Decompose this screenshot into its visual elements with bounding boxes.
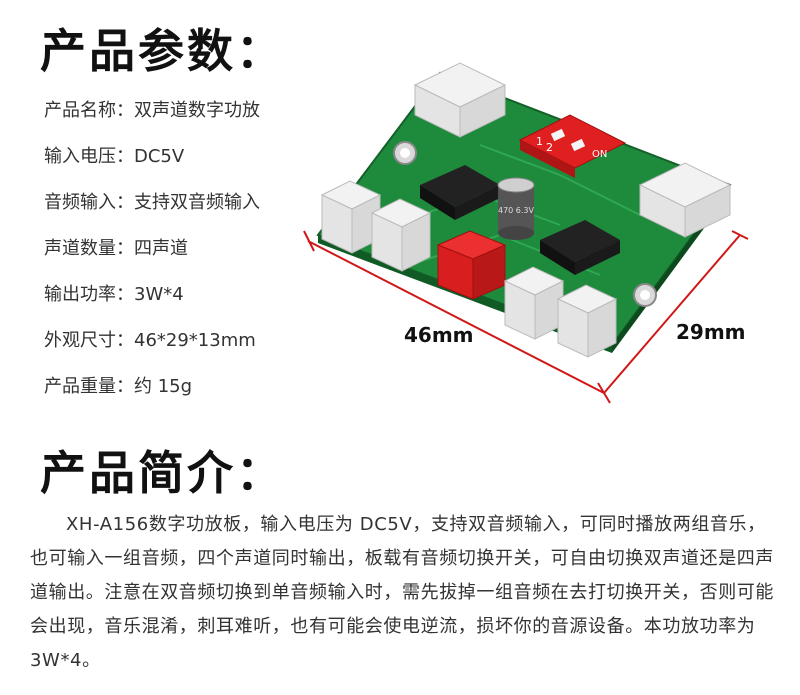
connector-output-2 — [370, 198, 432, 272]
spec-label: 外观尺寸： — [44, 330, 134, 351]
switch-label-2: 2 — [546, 141, 553, 154]
spec-label: 音频输入： — [44, 192, 134, 213]
spec-value: 四声道 — [134, 238, 188, 259]
spec-value: 约 15g — [134, 376, 193, 397]
specs-heading: 产品参数： — [40, 24, 285, 78]
spec-value: 46*29*13mm — [134, 330, 256, 351]
dip-switch: 1 2 ON — [518, 114, 627, 178]
spec-label: 声道数量： — [44, 238, 134, 259]
spec-row-size: 外观尺寸：46*29*13mm — [44, 318, 334, 364]
width-label: 46mm — [404, 323, 474, 347]
intro-heading: 产品简介： — [40, 446, 285, 500]
switch-label-1: 1 — [536, 135, 543, 148]
intro-paragraph: XH-A156数字功放板，输入电压为 DC5V，支持双音频输入，可同时播放两组音… — [30, 514, 774, 671]
spec-row-voltage: 输入电压：DC5V — [44, 134, 334, 180]
spec-list: 产品名称：双声道数字功放 输入电压：DC5V 音频输入：支持双音频输入 声道数量… — [44, 88, 334, 410]
height-label: 29mm — [676, 320, 746, 344]
spec-value: DC5V — [134, 146, 185, 167]
mounting-hole — [400, 148, 410, 158]
spec-value: 3W*4 — [134, 284, 184, 305]
switch-label-on: ON — [592, 149, 607, 160]
width-dimension-line — [307, 240, 605, 394]
board-illustration: 470 6.3V 1 2 ON — [300, 45, 780, 405]
amplifier-chip — [420, 165, 500, 220]
amplifier-board-image: 470 6.3V 1 2 ON — [303, 62, 749, 404]
spec-row-name: 产品名称：双声道数字功放 — [44, 88, 334, 134]
mounting-hole — [640, 290, 650, 300]
spec-row-audio-input: 音频输入：支持双音频输入 — [44, 180, 334, 226]
connector-output-1 — [320, 180, 382, 254]
connector-output-3 — [503, 266, 565, 340]
spec-label: 产品重量： — [44, 376, 134, 397]
spec-value: 双声道数字功放 — [134, 100, 260, 121]
spec-row-weight: 产品重量：约 15g — [44, 364, 334, 410]
height-dimension-line — [603, 234, 741, 394]
spec-row-power: 输出功率：3W*4 — [44, 272, 334, 318]
spec-row-channels: 声道数量：四声道 — [44, 226, 334, 272]
connector-power — [436, 230, 507, 300]
capacitor: 470 6.3V — [497, 177, 535, 240]
connector-input-right — [638, 162, 732, 238]
dimension-tick — [303, 230, 315, 252]
capacitor-label: 470 6.3V — [498, 206, 535, 215]
connector-output-4 — [556, 284, 618, 358]
spec-label: 输入电压： — [44, 146, 134, 167]
spec-label: 产品名称： — [44, 100, 134, 121]
connector-input-top — [413, 62, 507, 138]
spec-label: 输出功率： — [44, 284, 134, 305]
dimension-tick — [731, 230, 749, 240]
amplifier-chip — [540, 220, 620, 275]
spec-value: 支持双音频输入 — [134, 192, 260, 213]
